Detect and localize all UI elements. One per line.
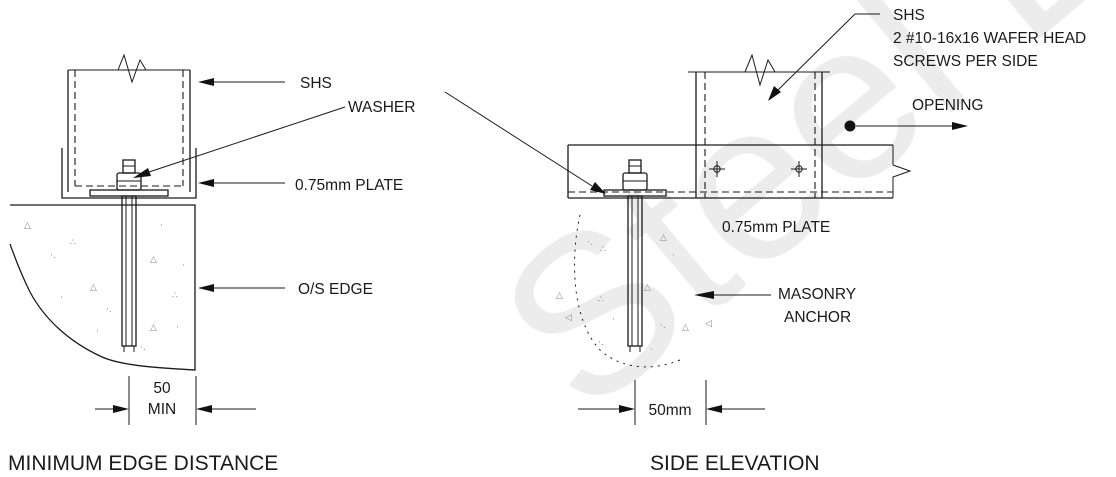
- svg-text:∴: ∴: [70, 238, 76, 248]
- screw-right: [791, 161, 807, 177]
- left-shs-label: SHS: [300, 75, 332, 92]
- svg-text:◁: ◁: [705, 319, 712, 329]
- right-shs-elevation: [688, 53, 830, 198]
- right-plate-label: 0.75mm PLATE: [722, 219, 830, 236]
- left-masonry-outline: [9, 204, 196, 371]
- left-caption: MINIMUM EDGE DISTANCE: [8, 452, 278, 475]
- svg-text:·: ·: [160, 221, 163, 231]
- left-view: △ ∴ ·. · △ · △ · ∴ ·. △ · · ·.: [8, 53, 415, 475]
- left-dimension: 50 MIN: [95, 376, 256, 425]
- left-dimension-unit: MIN: [148, 401, 176, 418]
- svg-text:·.: ·.: [660, 321, 666, 331]
- left-dimension-value: 50: [153, 380, 171, 397]
- svg-text:·.: ·.: [598, 338, 604, 348]
- svg-text:∴: ∴: [172, 291, 178, 301]
- svg-text:△: △: [556, 291, 563, 301]
- left-plate-label: 0.75mm PLATE: [295, 177, 403, 194]
- svg-text:·: ·: [650, 345, 653, 355]
- svg-text:△: △: [644, 283, 651, 293]
- svg-text:∴: ∴: [600, 245, 606, 255]
- right-plate: [567, 144, 912, 199]
- svg-text:△: △: [24, 221, 31, 231]
- svg-text:△: △: [150, 255, 157, 265]
- svg-text:·: ·: [96, 327, 99, 337]
- left-masonry-speckle: △ ∴ ·. · △ · △ · ∴ ·. △ · · ·.: [24, 221, 185, 353]
- svg-text:·.: ·.: [140, 343, 146, 353]
- left-anchor-rod: [121, 195, 137, 347]
- svg-text:△: △: [682, 323, 689, 333]
- svg-text:·.: ·.: [50, 251, 56, 261]
- screw-left: [709, 161, 725, 177]
- right-shs-label: SHS: [893, 7, 925, 24]
- svg-text:·.: ·.: [106, 305, 112, 315]
- svg-text:·: ·: [182, 261, 185, 271]
- left-shs-section: [67, 53, 191, 192]
- anchor-label-line2: ANCHOR: [784, 309, 851, 326]
- anchor-label-line1: MASONRY: [778, 286, 856, 303]
- svg-text:△: △: [660, 233, 667, 243]
- svg-text:·: ·: [176, 323, 179, 333]
- right-caption: SIDE ELEVATION: [650, 452, 820, 475]
- opening-dot: [844, 120, 856, 132]
- svg-text:∴: ∴: [598, 295, 604, 305]
- right-view: ·. ∴ △ · △ ∴ △ ◁ · ·. △ ◁ ·. ·: [444, 7, 1086, 475]
- svg-text:·: ·: [672, 251, 675, 261]
- svg-text:◁: ◁: [565, 313, 572, 323]
- left-washer: [89, 189, 169, 197]
- svg-text:△: △: [90, 283, 97, 293]
- right-anchor-rod: [627, 195, 643, 347]
- left-washer-label: WASHER: [348, 99, 415, 116]
- right-dimension-value: 50mm: [648, 402, 691, 419]
- screws-label-line2: SCREWS PER SIDE: [893, 53, 1038, 70]
- opening-label: OPENING: [912, 97, 983, 114]
- right-dimension: 50mm: [578, 380, 765, 425]
- right-masonry-speckle: ·. ∴ △ · △ ∴ △ ◁ · ·. △ ◁ ·. ·: [556, 233, 712, 355]
- screws-label-line1: 2 #10-16x16 WAFER HEAD: [893, 30, 1086, 47]
- svg-text:·.: ·.: [587, 238, 593, 248]
- left-edge-label: O/S EDGE: [298, 281, 373, 298]
- svg-text:△: △: [150, 323, 157, 333]
- left-plate: [61, 148, 197, 199]
- svg-text:·: ·: [612, 315, 615, 325]
- svg-text:·: ·: [60, 293, 63, 303]
